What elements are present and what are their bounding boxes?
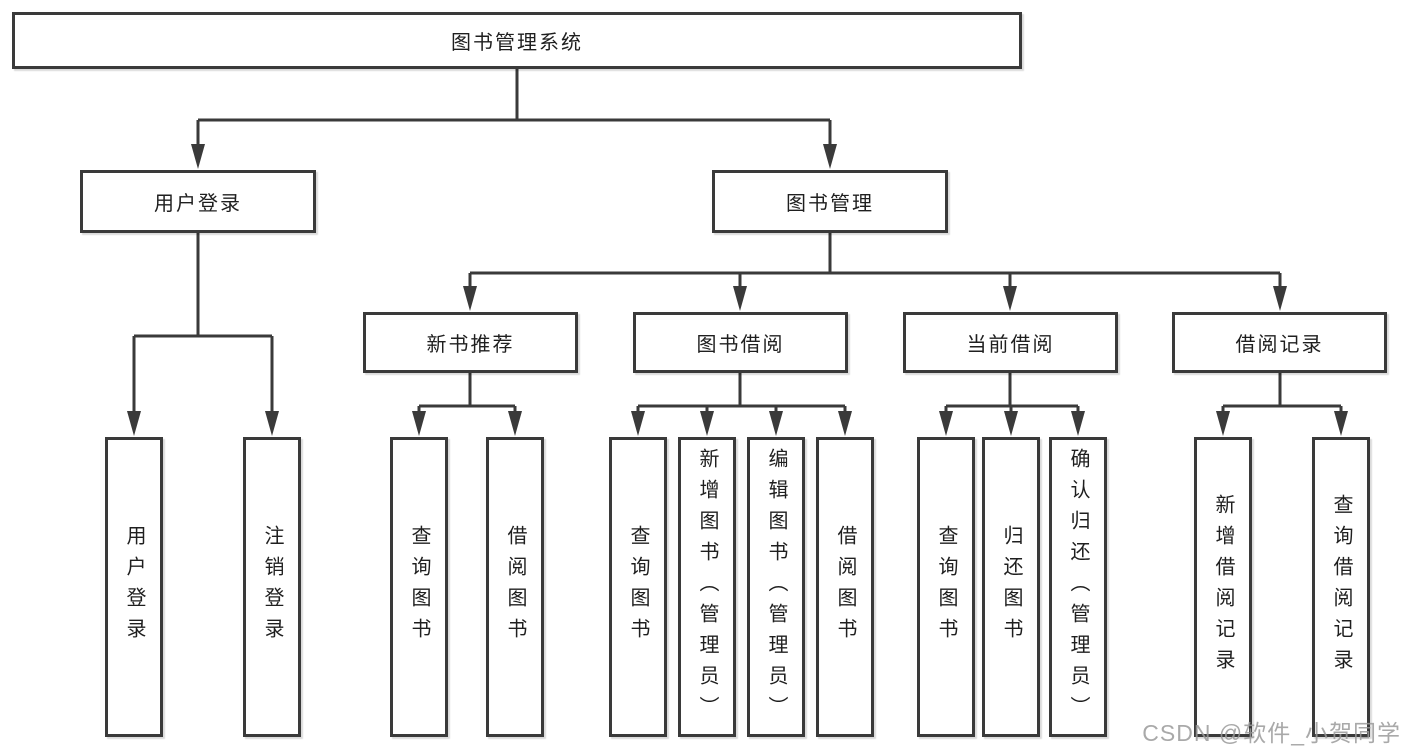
- node-label: 编辑图书（管理员）: [765, 447, 787, 727]
- node-label: 查询图书: [408, 525, 430, 649]
- leaf-confirm-return-admin: 确认归还（管理员）: [1049, 437, 1107, 737]
- node-label: 确认归还（管理员）: [1067, 447, 1089, 727]
- node-current-borrow: 当前借阅: [903, 312, 1118, 373]
- csdn-watermark: CSDN @软件_小贺同学: [1142, 720, 1401, 746]
- node-label: 查询图书: [935, 525, 957, 649]
- leaf-borrow-books: 借阅图书: [486, 437, 544, 737]
- leaf-query-books: 查询图书: [917, 437, 975, 737]
- leaf-add-borrow-record: 新增借阅记录: [1194, 437, 1252, 737]
- node-label: 图书管理系统: [451, 32, 583, 54]
- node-label: 查询借阅记录: [1330, 494, 1352, 680]
- node-label: 查询图书: [627, 525, 649, 649]
- node-label: 图书管理: [786, 193, 874, 215]
- leaf-return-books: 归还图书: [982, 437, 1040, 737]
- leaf-borrow-books: 借阅图书: [816, 437, 874, 737]
- leaf-user-login: 用户登录: [105, 437, 163, 737]
- node-label: 图书借阅: [696, 334, 785, 356]
- node-borrow-records: 借阅记录: [1172, 312, 1387, 373]
- node-book-borrow: 图书借阅: [633, 312, 848, 373]
- node-label: 注销登录: [261, 525, 283, 649]
- node-user-login: 用户登录: [80, 170, 316, 233]
- leaf-logout: 注销登录: [243, 437, 301, 737]
- leaf-edit-books-admin: 编辑图书（管理员）: [747, 437, 805, 737]
- node-label: 新增图书（管理员）: [696, 447, 718, 727]
- leaf-add-books-admin: 新增图书（管理员）: [678, 437, 736, 737]
- node-label: 新书推荐: [426, 334, 515, 356]
- node-label: 当前借阅: [966, 334, 1055, 356]
- node-book-management: 图书管理: [712, 170, 948, 233]
- node-label: 用户登录: [154, 193, 242, 215]
- leaf-query-borrow-record: 查询借阅记录: [1312, 437, 1370, 737]
- node-label: 用户登录: [123, 525, 145, 649]
- connector-paths: [132, 68, 1343, 415]
- node-new-book-recommend: 新书推荐: [363, 312, 578, 373]
- leaf-query-books: 查询图书: [609, 437, 667, 737]
- node-label: 归还图书: [1000, 525, 1022, 649]
- node-root: 图书管理系统: [12, 12, 1022, 69]
- node-label: 借阅记录: [1235, 334, 1324, 356]
- arrowheads: [127, 144, 1348, 436]
- leaf-query-books: 查询图书: [390, 437, 448, 737]
- node-label: 新增借阅记录: [1212, 494, 1234, 680]
- node-label: 借阅图书: [834, 525, 856, 649]
- node-label: 借阅图书: [504, 525, 526, 649]
